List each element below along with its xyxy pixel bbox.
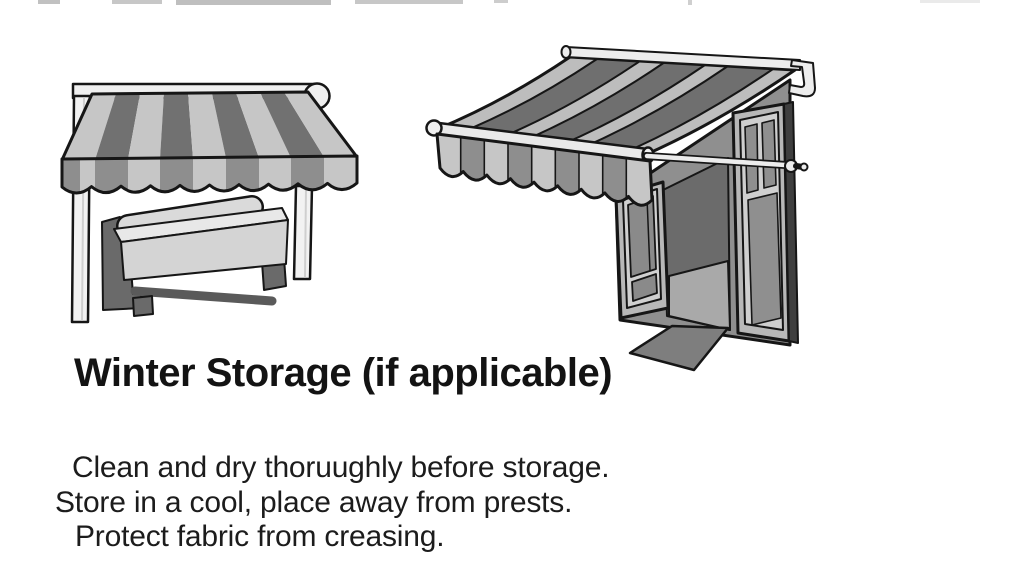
right-door-panel [731,102,791,343]
illustration-awning-over-bench [60,82,359,324]
care-instruction-1: Clean and dry thoruughly before storage. [72,451,610,484]
care-instruction-2: Store in a cool, place away from prests. [55,486,573,519]
door-mat [628,324,730,372]
page-title: Winter Storage (if applicable) [74,351,613,395]
door-awning-canopy [433,55,797,157]
support-rod [642,152,809,173]
covered-bench [101,195,289,317]
wall-bracket [788,59,816,98]
awning-canopy [60,90,359,162]
cropped-top-edge-marks [38,0,980,5]
awning-top-tube [560,45,801,71]
care-instruction-3: Protect fabric from creasing. [75,520,445,553]
awning-valance [60,154,359,195]
illustration-door-awning [425,45,816,372]
doorway-opening [662,157,731,331]
